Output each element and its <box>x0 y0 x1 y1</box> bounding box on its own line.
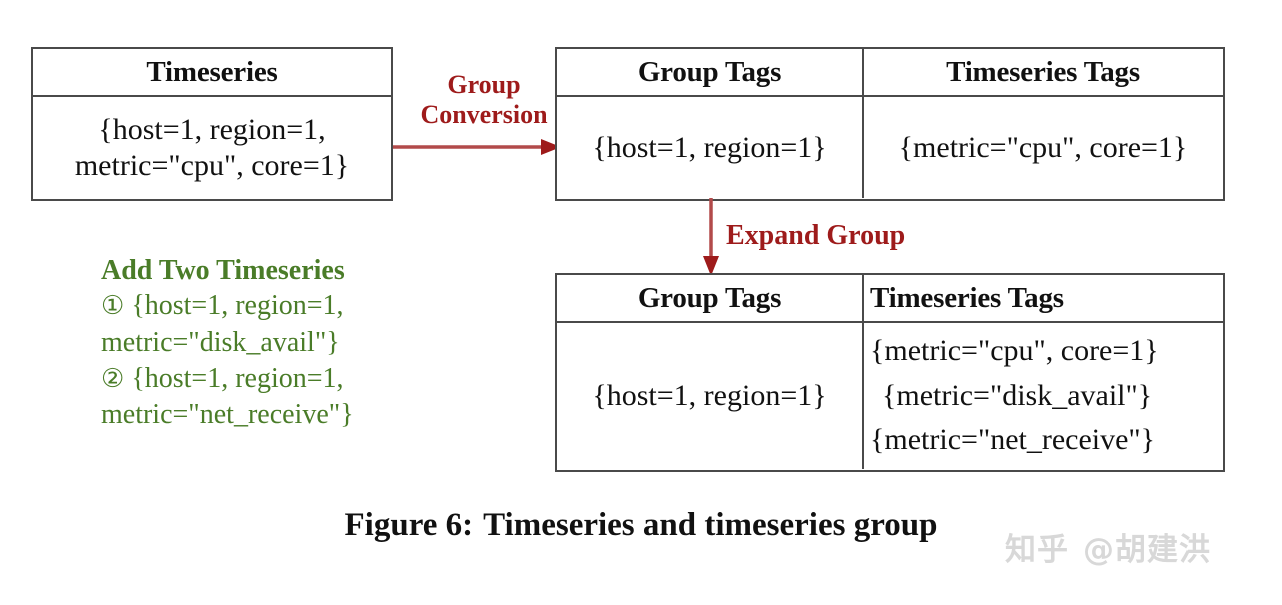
expanded-group-table: Group Tags Timeseries Tags {host=1, regi… <box>555 273 1225 472</box>
watermark-site-name: 知乎 <box>1005 532 1069 568</box>
expanded-timeseries-tag-line-2: {metric="disk_avail"} <box>882 378 1153 412</box>
expanded-group-table-header-row: Group Tags Timeseries Tags <box>557 275 1223 323</box>
group-conversion-arrow-icon <box>393 139 561 155</box>
expanded-group-table-cell-timeseries-tags: {metric="cpu", core=1} {metric="disk_ava… <box>862 323 1222 469</box>
group-table-header-timeseries-tags: Timeseries Tags <box>862 49 1222 95</box>
timeseries-table-body-row: {host=1, region=1, metric="cpu", core=1} <box>33 97 391 198</box>
group-conversion-label-line2: Conversion <box>420 100 548 130</box>
figure-caption-text: Timeseries and timeseries group <box>483 507 938 543</box>
expanded-group-table-header-timeseries-tags: Timeseries Tags <box>862 275 1222 321</box>
figure-caption-prefix: Figure 6: <box>344 507 474 543</box>
timeseries-table-header-cell: Timeseries <box>146 55 278 88</box>
group-table-cell-group-tags: {host=1, region=1} <box>592 130 827 164</box>
figure-caption: Figure 6:Timeseries and timeseries group <box>0 507 1282 544</box>
zhihu-watermark: 知乎 @胡建洪 <box>1005 524 1211 569</box>
watermark-handle: @胡建洪 <box>1083 532 1211 568</box>
annotation-title: Add Two Timeseries <box>101 255 345 286</box>
expanded-group-table-cell-group-tags: {host=1, region=1} <box>592 379 827 413</box>
group-table-header-group-tags: Group Tags <box>637 55 782 88</box>
expanded-timeseries-tag-line-1: {metric="cpu", core=1} <box>870 334 1159 368</box>
group-table-cell-timeseries-tags: {metric="cpu", core=1} <box>862 97 1222 198</box>
annotation-item-1-line2: metric="disk_avail"} <box>101 326 340 358</box>
expand-group-arrow-icon <box>703 198 719 276</box>
group-table: Group Tags Timeseries Tags {host=1, regi… <box>555 47 1225 201</box>
circled-number-2-icon: ② <box>101 364 125 395</box>
add-two-timeseries-annotation: Add Two Timeseries ① {host=1, region=1, … <box>101 253 461 434</box>
expanded-group-table-header-group-tags: Group Tags <box>637 281 782 314</box>
timeseries-table: Timeseries {host=1, region=1, metric="cp… <box>31 47 393 201</box>
expanded-timeseries-tag-line-3: {metric="net_receive"} <box>870 423 1156 457</box>
expanded-group-table-body-row: {host=1, region=1} {metric="cpu", core=1… <box>557 323 1223 469</box>
group-table-body-row: {host=1, region=1} {metric="cpu", core=1… <box>557 97 1223 198</box>
group-table-header-row: Group Tags Timeseries Tags <box>557 49 1223 97</box>
circled-number-1-icon: ① <box>101 291 125 322</box>
annotation-item-2-line2: metric="net_receive"} <box>101 399 354 431</box>
annotation-item-1-line1: {host=1, region=1, <box>131 290 344 322</box>
timeseries-table-value-cell: {host=1, region=1, metric="cpu", core=1} <box>74 113 350 182</box>
timeseries-table-header-row: Timeseries <box>33 49 391 97</box>
annotation-item-1: ① {host=1, region=1, <box>101 288 461 324</box>
expand-group-label: Expand Group <box>726 220 906 251</box>
group-conversion-label: Group Conversion <box>398 70 570 130</box>
annotation-item-2: ② {host=1, region=1, <box>101 361 461 397</box>
group-conversion-label-line1: Group <box>447 70 521 99</box>
annotation-item-2-line1: {host=1, region=1, <box>131 363 344 395</box>
